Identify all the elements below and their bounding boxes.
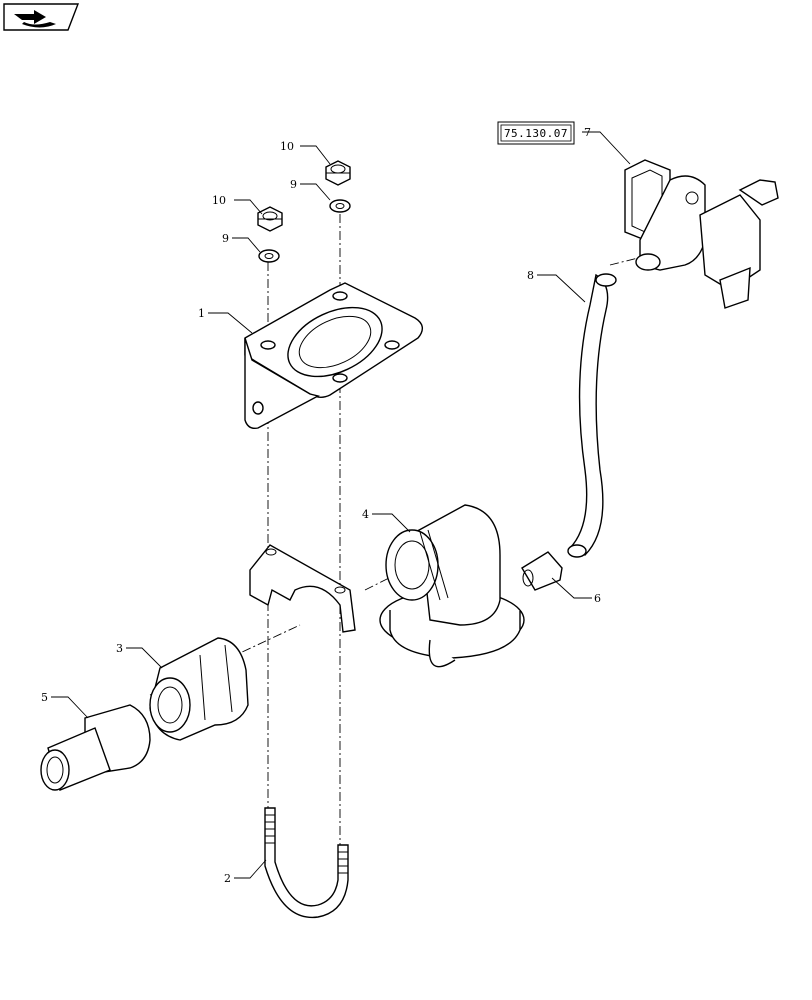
callout-9-left: 9 [222,232,229,245]
callout-1: 1 [198,307,205,320]
callout-2: 2 [224,872,231,885]
valve-assembly [624,159,779,309]
u-bolt [264,807,349,919]
elbow-fitting [379,504,525,668]
mounting-bracket [244,282,423,430]
callout-leaders [51,131,631,879]
callout-9-right: 9 [290,178,297,191]
washer-right [329,199,351,213]
hex-nut-left [257,206,283,232]
hex-nut-right [325,160,351,186]
small-nipple-fitting [521,551,563,591]
callout-4: 4 [362,508,369,521]
callout-10-left: 10 [212,194,226,207]
saddle-clamp [249,544,356,633]
page-turn-arrow-icon[interactable] [3,3,80,31]
reference-box-text: 75.130.07 [504,127,568,140]
washer-left [258,249,280,263]
callout-3: 3 [116,642,123,655]
hose [567,273,617,558]
callout-8: 8 [527,269,534,282]
callout-7: 7 [584,126,591,139]
callout-10-right: 10 [280,140,294,153]
reference-box[interactable]: 75.130.07 [497,121,575,145]
hose-barb-fitting [40,704,151,791]
callout-5: 5 [41,691,48,704]
callout-6: 6 [594,592,601,605]
coupling-nut [149,637,249,741]
